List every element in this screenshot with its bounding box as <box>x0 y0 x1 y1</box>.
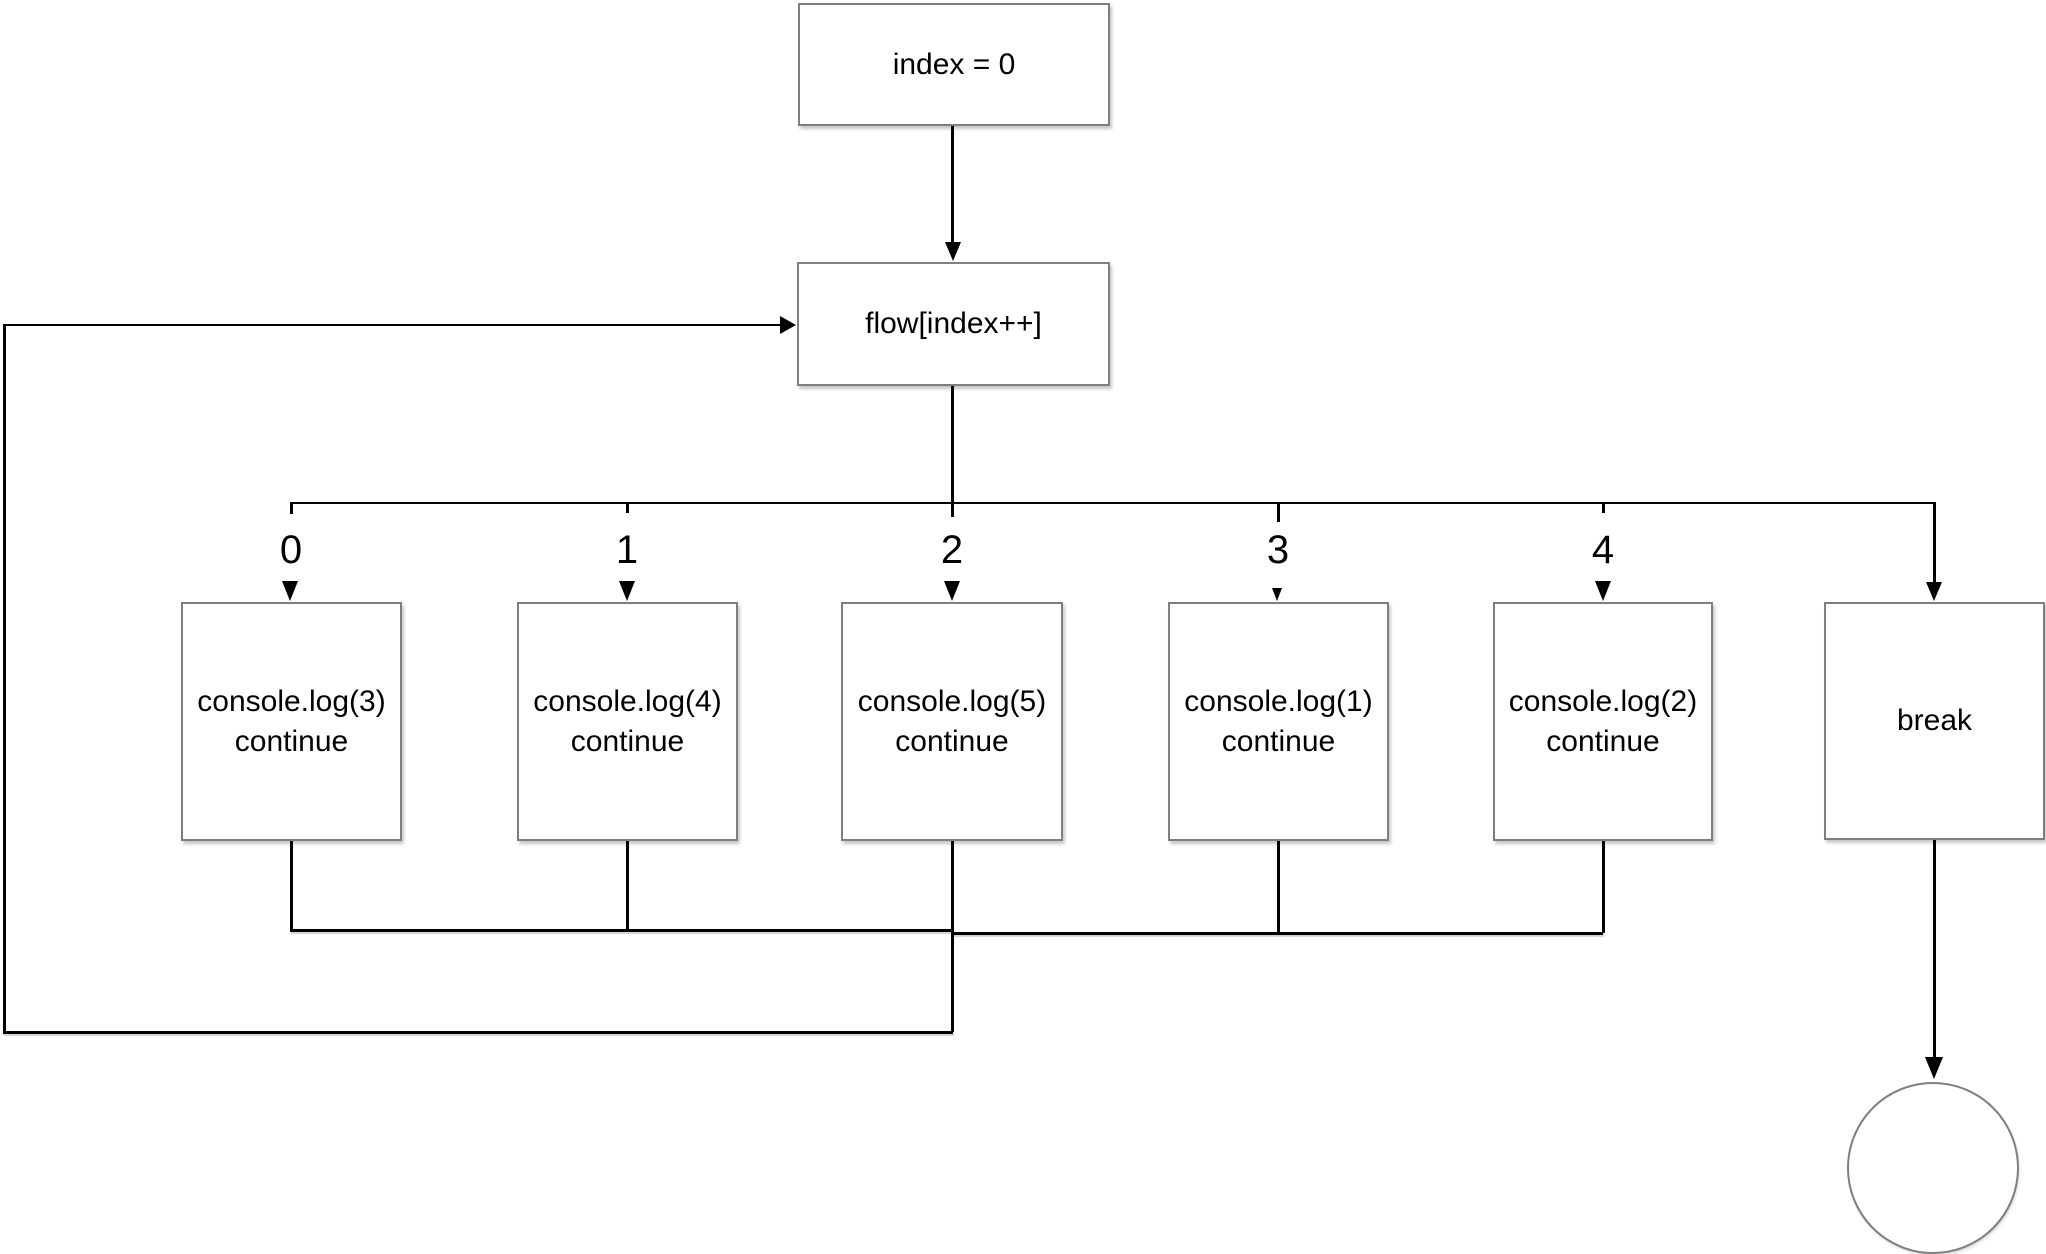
dispatch-node: flow[index++] <box>797 262 1110 386</box>
connector-dispatch-branch <box>951 386 954 517</box>
case-line-2: continue <box>234 724 349 758</box>
case-line-2: continue <box>1221 724 1336 758</box>
arrowhead-into-dispatch-top <box>945 242 961 261</box>
branch-stub-3 <box>1277 502 1280 522</box>
merge-line-left <box>290 929 953 932</box>
case-line-2: continue <box>1546 724 1660 758</box>
loopback-horizontal <box>3 323 781 326</box>
arrowhead-into-dispatch-left <box>780 316 796 334</box>
arrowhead-break <box>1926 582 1942 601</box>
branch-stub-4 <box>1602 502 1605 513</box>
case-line-2: continue <box>895 724 1009 758</box>
node-label: flow[index++] <box>865 307 1042 340</box>
case-line-1: console.log(2) <box>1508 684 1698 718</box>
arrowhead-case-2 <box>944 581 960 601</box>
case-node-4: console.log(2) continue <box>1493 602 1713 841</box>
connector-init-dispatch <box>951 126 954 244</box>
case-line-1: console.log(1) <box>1184 684 1373 718</box>
start-node: index = 0 <box>798 3 1110 126</box>
case-node-0: console.log(3) continue <box>181 602 402 841</box>
loopback-bottom <box>3 1031 953 1034</box>
case-drop-3 <box>1277 841 1280 933</box>
arrowhead-case-4 <box>1595 581 1611 601</box>
arrowhead-case-1 <box>619 581 635 601</box>
loopback-vertical <box>3 324 6 1034</box>
case-node-2: console.log(5) continue <box>841 602 1063 841</box>
case-drop-4 <box>1602 841 1605 933</box>
branch-line <box>291 501 1935 504</box>
node-label: break <box>1896 704 1973 737</box>
case-line-1: console.log(3) <box>197 684 386 718</box>
case-drop-1 <box>626 841 629 930</box>
branch-label-1: 1 <box>615 528 639 572</box>
case-line-2: continue <box>570 724 685 758</box>
case-line-1: console.log(4) <box>533 684 722 718</box>
branch-label-3: 3 <box>1266 528 1290 572</box>
branch-stub-1 <box>626 502 629 513</box>
branch-stub-0 <box>290 502 293 514</box>
break-node: break <box>1824 602 2045 840</box>
arrowhead-end <box>1925 1057 1943 1079</box>
break-to-end-line <box>1933 840 1936 1058</box>
case-node-3: console.log(1) continue <box>1168 602 1389 841</box>
merge-line-right <box>952 932 1603 935</box>
arrowhead-case-0 <box>282 581 298 601</box>
end-circle <box>1847 1082 2019 1254</box>
case-drop-0 <box>290 841 293 930</box>
case-drop-2 <box>951 841 954 1032</box>
case-node-1: console.log(4) continue <box>517 602 738 841</box>
branch-label-2: 2 <box>940 528 964 572</box>
node-label: index = 0 <box>892 47 1016 81</box>
break-branch-line <box>1933 502 1936 583</box>
arrowhead-case-3 <box>1272 588 1282 601</box>
branch-label-4: 4 <box>1591 528 1615 572</box>
case-line-1: console.log(5) <box>857 684 1047 718</box>
branch-label-0: 0 <box>279 528 303 572</box>
